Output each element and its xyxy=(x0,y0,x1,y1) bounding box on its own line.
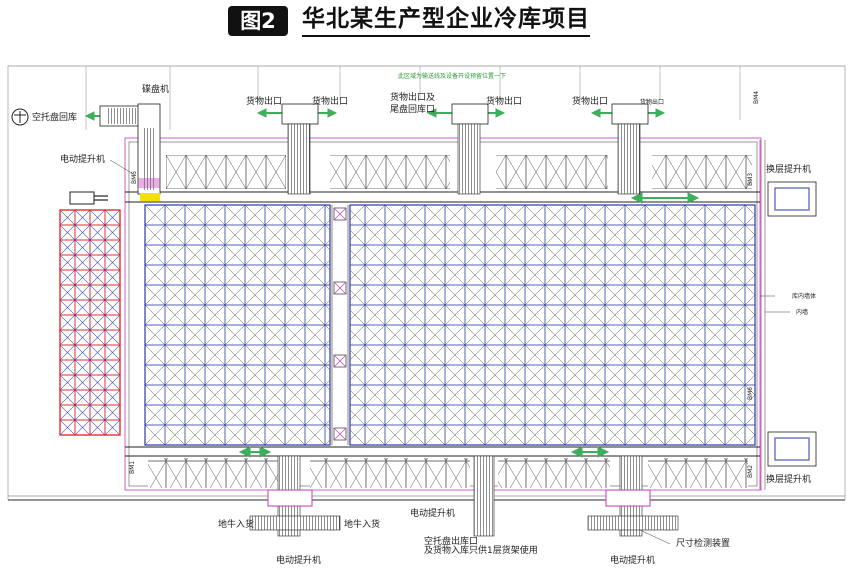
label-wall-1: 库内墙体 xyxy=(792,292,816,300)
label-empty-pallet-out-2: 及货物入库只供1层货架使用 xyxy=(424,544,538,556)
equipment-code-4: BM6 xyxy=(747,387,754,400)
equipment-code-1: BM4 xyxy=(753,91,760,104)
label-wall-2: 内墙 xyxy=(796,308,808,316)
shuttle-tracks xyxy=(125,191,760,457)
label-transfer-lift-top: 换层提升机 xyxy=(766,163,811,175)
label-empty-pallet-return: 空托盘回库 xyxy=(32,111,77,123)
main-rack-right xyxy=(350,205,755,445)
equipment-code-3: BM3 xyxy=(747,173,754,186)
transfer-lifts xyxy=(767,181,817,467)
logo-icon xyxy=(11,108,29,126)
bottom-rack-row-2 xyxy=(310,458,470,488)
label-goods-out-4: 货物出口 xyxy=(486,95,522,107)
label-empty-pallet-out-1: 空托盘出库口 xyxy=(424,535,478,547)
main-rack-left xyxy=(145,205,330,445)
label-goods-out-6: 货物出口 xyxy=(640,98,664,106)
equipment-code-6: BM1 xyxy=(129,461,136,474)
top-rack-row-4 xyxy=(652,155,752,189)
label-goods-out-2: 货物出口 xyxy=(312,95,348,107)
direction-arrows xyxy=(84,108,700,458)
top-rack-row-1 xyxy=(166,155,286,189)
bottom-conveyors xyxy=(249,455,679,537)
label-goods-out-3: 货物出口及 xyxy=(390,91,435,103)
label-electric-lift-bottom-mid: 电动提升机 xyxy=(410,507,455,519)
label-transfer-lift-bottom: 换层提升机 xyxy=(766,473,811,485)
figure-title: 华北某生产型企业冷库项目 xyxy=(302,5,590,37)
bottom-rack-row-1 xyxy=(148,458,278,488)
forklift-icon xyxy=(69,191,108,205)
equipment-code-2: BM5 xyxy=(131,171,138,184)
label-goods-out-1: 货物出口 xyxy=(246,95,282,107)
warehouse-floor-plan: 此区域为输送线及设备开设预留位置一下 xyxy=(7,65,846,566)
leader-lines xyxy=(109,159,790,545)
yellow-marker xyxy=(140,193,160,201)
center-aisle xyxy=(331,205,349,445)
top-rack-row-3 xyxy=(496,155,608,189)
label-electric-lift-left: 电动提升机 xyxy=(60,153,105,165)
figure-number-badge: 图2 xyxy=(228,6,288,36)
label-disk-machine: 碟盘机 xyxy=(142,83,169,95)
label-electric-lift-bottom-left: 电动提升机 xyxy=(276,554,321,566)
figure-header: 图2 华北某生产型企业冷库项目 xyxy=(0,0,851,58)
left-floor-rack xyxy=(60,210,120,435)
bottom-rack-row-3 xyxy=(498,458,610,488)
bottom-rack-row-4 xyxy=(648,458,748,488)
label-ground-cattle-in-2: 地牛入货 xyxy=(344,518,380,530)
label-goods-out-5: 货物出口 xyxy=(572,95,608,107)
label-ground-cattle-in-1: 地牛入货 xyxy=(218,518,254,530)
top-note: 此区域为输送线及设备开设预留位置一下 xyxy=(398,72,506,80)
top-rack-row-2 xyxy=(330,155,450,189)
top-conveyors xyxy=(99,103,649,195)
equipment-code-5: BM2 xyxy=(747,465,754,478)
label-electric-lift-bottom-right: 电动提升机 xyxy=(610,554,655,566)
label-goods-out-3b: 尾盘回库口 xyxy=(390,103,435,115)
label-size-check: 尺寸检测装置 xyxy=(676,537,730,549)
